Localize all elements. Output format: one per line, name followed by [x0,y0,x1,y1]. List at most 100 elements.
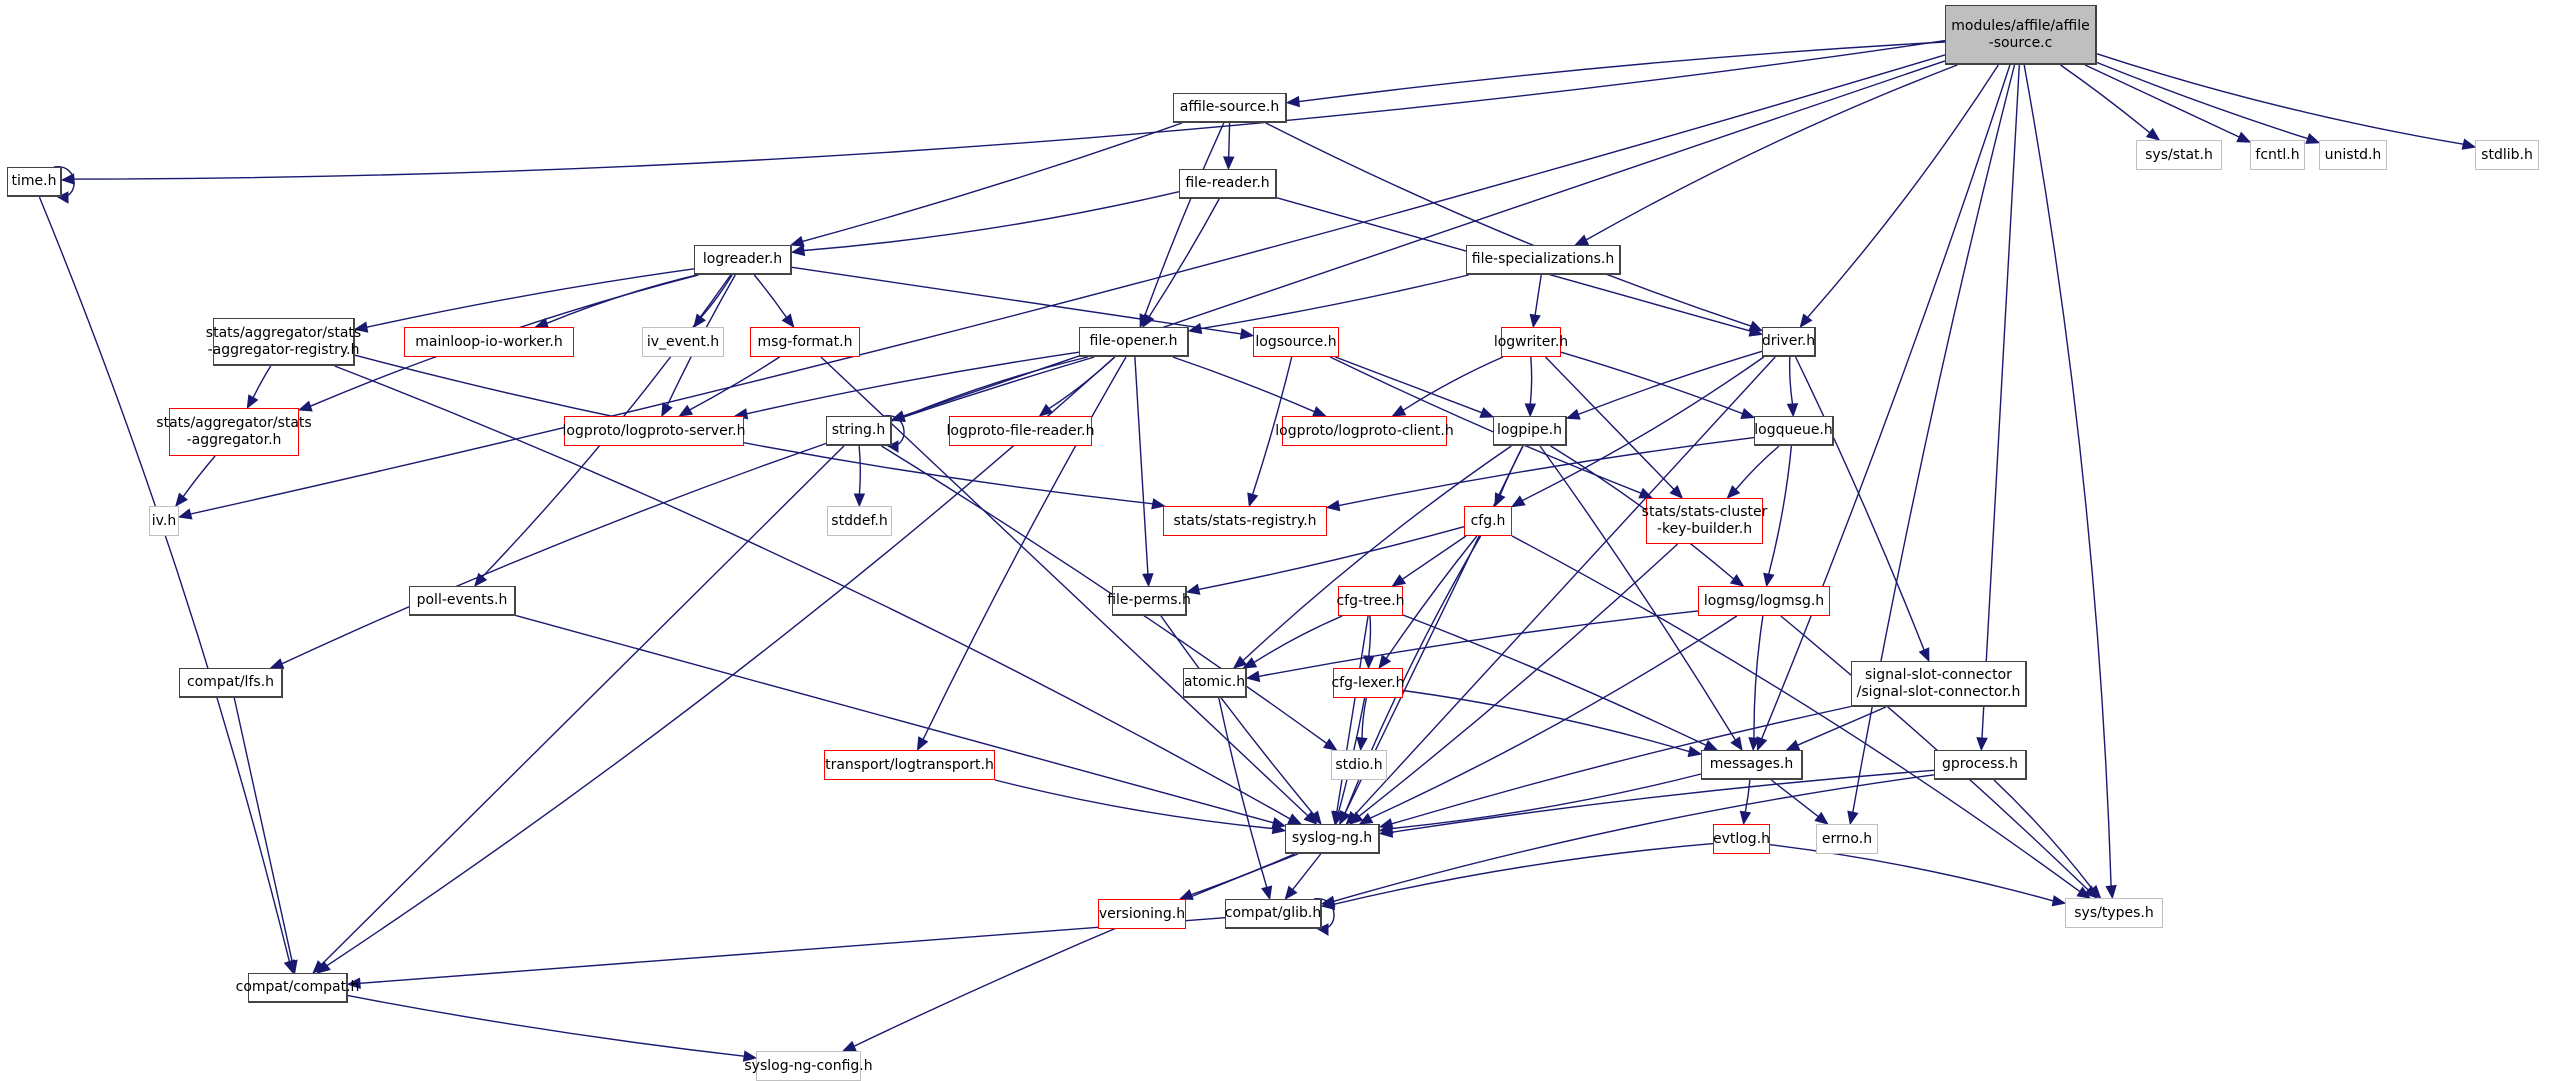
edge-syslog-ng-h-to-syslog-ng-config-h-arrowhead [841,1040,857,1052]
edge-cfg-h-to-cfg-lexer-h-arrowhead [1378,654,1392,670]
node-logpipe-h[interactable]: logpipe.h [1493,416,1567,446]
node-compat-compat-h[interactable]: compat/compat.h [236,973,359,1003]
edge-string-h-to-stddef-h [858,445,862,495]
edge-cfg-h-to-file-perms-h-arrowhead [1185,583,1201,595]
node-iv-h: iv.h [149,506,179,536]
node-unistd-h: unistd.h [2319,140,2387,170]
edge-cfg-tree-h-to-cfg-lexer-h [1368,615,1372,657]
edge-time-h-to-compat-compat-h [38,196,291,962]
node-stats-aggregator-registry-h[interactable]: stats/aggregator/stats -aggregator-regis… [206,318,361,366]
node-mainloop-io-worker-h[interactable]: mainloop-io-worker.h [404,327,574,357]
node-stats-cluster-key-builder-h[interactable]: stats/stats-cluster -key-builder.h [1642,498,1767,544]
node-errno-h: errno.h [1816,824,1878,854]
edge-compat-compat-h-to-syslog-ng-config-h [347,994,745,1057]
node-transport-logtransport-h[interactable]: transport/logtransport.h [824,750,995,780]
node-file-reader-h[interactable]: file-reader.h [1179,169,1277,199]
node-string-h[interactable]: string.h [826,416,892,446]
edge-signal-slot-connector-h-to-messages-h [1797,706,1887,746]
node-logproto-file-reader-h[interactable]: logproto-file-reader.h [947,416,1094,446]
node-sys-types-h: sys/types.h [2065,898,2163,928]
edge-affile-source-c-to-messages-h [1761,64,2011,739]
edge-affile-source-c-to-affile-source-h [1298,41,1946,103]
node-compat-glib-h[interactable]: compat/glib.h [1225,899,1322,929]
node-gprocess-h[interactable]: gprocess.h [1934,750,2027,780]
node-logmsg-h[interactable]: logmsg/logmsg.h [1698,586,1830,616]
node-file-perms-h[interactable]: file-perms.h [1107,586,1191,616]
node-logqueue-h[interactable]: logqueue.h [1754,416,1834,446]
edge-affile-source-c-to-driver-h [1807,64,1999,318]
node-logsource-h[interactable]: logsource.h [1253,327,1339,357]
edge-file-opener-h-to-logproto-server-h [746,351,1080,415]
edge-file-opener-h-to-logproto-client-h [1172,356,1315,413]
edge-logmsg-h-to-messages-h-arrowhead [1748,737,1760,752]
edge-stats-aggregator-registry-h-to-stats-registry-h-arrowhead [1151,498,1166,510]
edge-affile-source-c-to-errno-h-arrowhead [1847,810,1859,826]
node-file-opener-h[interactable]: file-opener.h [1079,327,1189,357]
edge-string-h-to-compat-compat-h [321,445,845,965]
edge-affile-source-c-to-iv-h-arrowhead [177,508,193,520]
edge-logwriter-h-to-stats-cluster-key-builder-h [1544,356,1675,490]
node-stdio-h: stdio.h [1331,750,1387,780]
node-affile-source-h[interactable]: affile-source.h [1173,93,1287,123]
edge-gprocess-h-to-syslog-ng-h-arrowhead [1378,826,1394,838]
node-cfg-tree-h[interactable]: cfg-tree.h [1336,586,1405,616]
node-msg-format-h[interactable]: msg-format.h [750,327,860,357]
edge-messages-h-to-syslog-ng-h [1391,773,1702,830]
edge-logqueue-h-to-logmsg-h [1768,445,1793,575]
edge-logqueue-h-to-stats-cluster-key-builder-h-arrowhead [1726,485,1741,499]
node-compat-lfs-h[interactable]: compat/lfs.h [179,668,283,698]
edge-affile-source-c-to-sys-stat-h [2060,64,2151,134]
edge-affile-source-c-to-gprocess-h [1981,64,2020,739]
node-logreader-h[interactable]: logreader.h [694,245,792,275]
node-messages-h[interactable]: messages.h [1701,750,1803,780]
edge-cfg-h-to-cfg-tree-h-arrowhead [1391,574,1407,587]
edge-logpipe-h-to-logmsg-h-arrowhead [1729,574,1745,587]
node-logproto-server-h[interactable]: logproto/logproto-server.h [563,416,746,446]
edge-messages-h-to-errno-h [1770,779,1819,818]
node-iv-event-h: iv_event.h [642,327,724,357]
node-time-h[interactable]: time.h [7,167,62,197]
edge-logwriter-h-to-logproto-client-h [1402,356,1504,411]
node-cfg-h[interactable]: cfg.h [1464,506,1512,536]
node-logwriter-h[interactable]: logwriter.h [1494,327,1568,357]
node-stats-aggregator-h[interactable]: stats/aggregator/stats -aggregator.h [156,408,312,456]
node-driver-h[interactable]: driver.h [1762,327,1816,357]
node-cfg-lexer-h[interactable]: cfg-lexer.h [1331,668,1405,698]
node-evtlog-h[interactable]: evtlog.h [1713,824,1770,854]
edge-compat-glib-h-to-compat-glib-h-arrowhead [1316,923,1329,936]
edge-stats-aggregator-registry-h-to-syslog-ng-h [334,365,1291,820]
node-versioning-h[interactable]: versioning.h [1098,899,1186,929]
node-poll-events-h[interactable]: poll-events.h [409,586,516,616]
edge-stats-aggregator-registry-h-to-syslog-ng-h-arrowhead [1287,813,1303,825]
edge-logmsg-h-to-syslog-ng-h-arrowhead [1358,812,1374,825]
edge-affile-source-c-to-iv-h [190,54,1946,515]
edge-syslog-ng-h-to-compat-glib-h [1292,853,1322,891]
edge-driver-h-to-signal-slot-connector-h [1794,356,1925,651]
edge-time-h-to-time-h-arrowhead [56,191,69,204]
node-stats-registry-h[interactable]: stats/stats-registry.h [1163,506,1327,536]
node-syslog-ng-config-h: syslog-ng-config.h [744,1051,873,1081]
edge-file-opener-h-to-compat-compat-h [326,356,1116,967]
node-stdlib-h: stdlib.h [2475,140,2539,170]
edge-gprocess-h-to-sys-types-h-arrowhead [2087,884,2102,899]
edges-layer [38,39,2477,1062]
node-syslog-ng-h[interactable]: syslog-ng.h [1285,824,1380,854]
edge-affile-source-h-to-file-reader-h [1228,122,1231,158]
edge-compat-glib-h-to-compat-compat-h-arrowhead [346,977,361,990]
node-atomic-h[interactable]: atomic.h [1183,668,1247,698]
edge-file-reader-h-to-file-opener-h [1148,198,1220,318]
edge-affile-source-h-to-file-opener-h [1144,122,1225,317]
edge-logpipe-h-to-messages-h-arrowhead [1730,736,1743,752]
node-logproto-client-h[interactable]: logproto/logproto-client.h [1275,416,1454,446]
edge-file-specializations-h-to-logwriter-h [1534,274,1542,316]
edge-logreader-h-to-msg-format-h-arrowhead [781,313,795,329]
edge-messages-h-to-evtlog-h-arrowhead [1739,810,1752,826]
edge-file-reader-h-to-driver-h-arrowhead [1748,325,1764,337]
edge-compat-lfs-h-to-compat-compat-h [233,697,293,962]
node-file-specializations-h[interactable]: file-specializations.h [1466,245,1621,275]
edge-logpipe-h-to-logmsg-h [1550,445,1735,580]
edge-file-reader-h-to-logreader-h-arrowhead [790,244,806,257]
edge-affile-source-c-to-sys-stat-h-arrowhead [2145,127,2161,141]
node-stddef-h: stddef.h [827,506,892,536]
node-signal-slot-connector-h[interactable]: signal-slot-connector /signal-slot-conne… [1851,661,2027,707]
